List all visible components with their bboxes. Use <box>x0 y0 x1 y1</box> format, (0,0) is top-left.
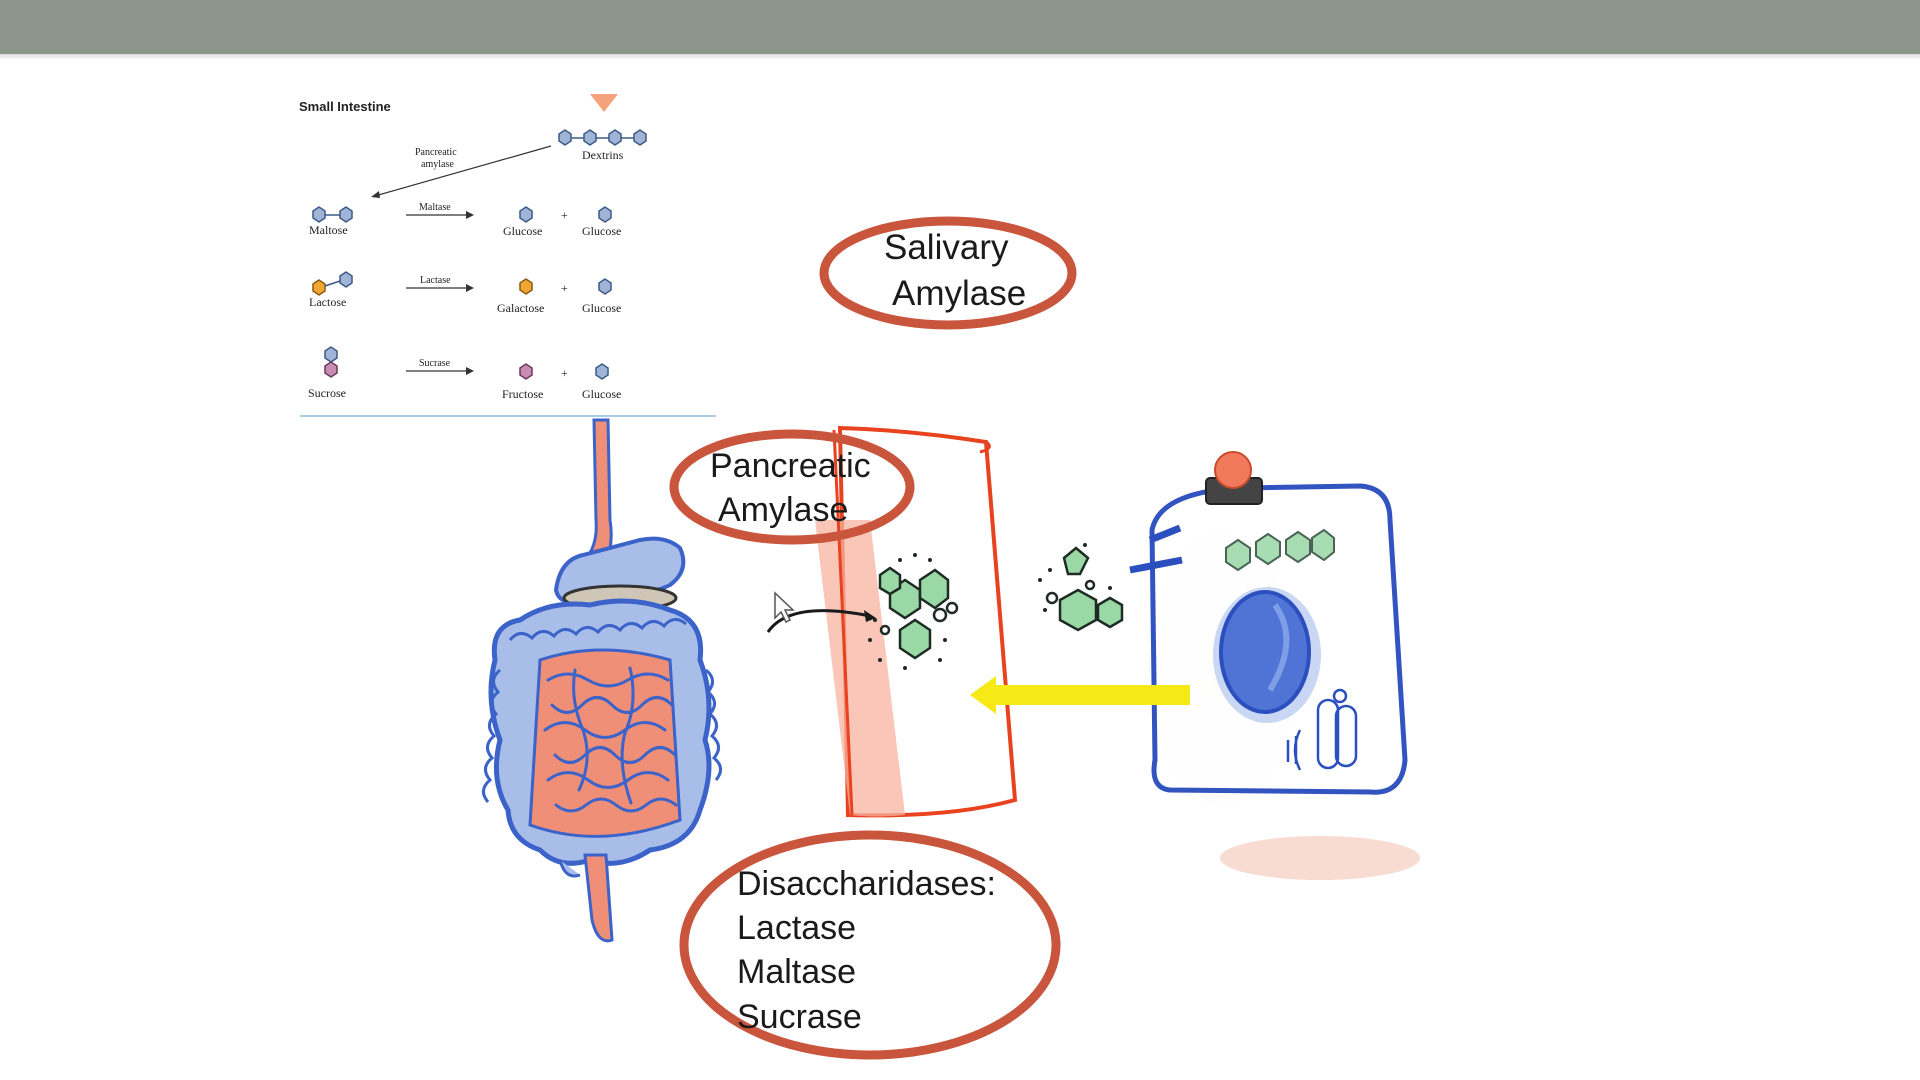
pancreatic-amylase-label-1: Pancreatic <box>415 147 457 158</box>
particles <box>868 553 947 670</box>
glucose-label: Glucose <box>503 224 542 238</box>
sucrase-label: Sucrase <box>419 358 451 369</box>
cursor-icon <box>774 591 795 624</box>
lactase-label: Lactase <box>420 275 451 286</box>
sucrose-icon <box>324 346 338 378</box>
pancreatic-oval <box>669 429 915 545</box>
salivary-line-1: Salivary <box>884 228 1009 267</box>
pancreatic-arrow <box>374 145 552 197</box>
salivary-line-2: Amylase <box>892 273 1027 313</box>
disaccharidases-heading: Disaccharidases: <box>737 865 996 903</box>
lactose-icon <box>312 271 353 296</box>
plus-sign: + <box>561 208 568 222</box>
pancreatic-line-2: Amylase <box>718 491 849 530</box>
header-shadow <box>0 54 1920 60</box>
galactose-label: Galactose <box>497 301 544 315</box>
glucose-label: Glucose <box>582 387 621 401</box>
inset-title: Small Intestine <box>299 99 391 114</box>
salivary-oval <box>819 216 1077 330</box>
dextrins-chain-icon <box>558 129 647 146</box>
glucose-icon <box>519 206 533 223</box>
glucose-label: Glucose <box>582 301 621 315</box>
maltase-label: Maltase <box>419 202 451 213</box>
enterocyte-cell-icon <box>1129 451 1420 880</box>
header-bar <box>0 0 1920 54</box>
sucrose-label: Sucrose <box>308 386 346 400</box>
maltose-label: Maltose <box>309 223 348 237</box>
curved-arrow <box>766 609 871 633</box>
digestive-tract-icon <box>482 418 722 943</box>
glucose-icon <box>595 363 609 380</box>
maltase-item: Maltase <box>737 953 857 992</box>
dextrins-label: Dextrins <box>582 148 624 162</box>
lactose-label: Lactose <box>309 295 346 309</box>
glucose-label: Glucose <box>582 224 621 238</box>
maltose-icon <box>312 206 353 223</box>
pancreatic-amylase-label-2: amylase <box>421 159 454 170</box>
pancreatic-amylase-label: Pancreatic Amylase <box>710 444 871 532</box>
absorption-arrow <box>970 676 1190 714</box>
pancreatic-line-1: Pancreatic <box>710 447 871 485</box>
small-intestine-inset: Small Intestine Dextrins Pancreatic amyl… <box>299 94 716 417</box>
input-triangle-icon <box>590 94 618 112</box>
glucose-transport-icon <box>1045 546 1124 632</box>
glucose-icon <box>598 278 612 295</box>
lactase-item: Lactase <box>737 909 857 948</box>
fructose-label: Fructose <box>502 387 543 401</box>
sucrase-item: Sucrase <box>737 997 862 1036</box>
glucose-cluster-icon <box>878 566 959 660</box>
fructose-icon <box>519 363 533 380</box>
disaccharidases-label: Disaccharidases: Lactase Maltase Sucrase <box>737 862 996 1039</box>
salivary-amylase-label: Salivary Amylase <box>884 225 1026 316</box>
disaccharidases-oval <box>679 830 1061 1060</box>
glucose-icon <box>598 206 612 223</box>
plus-sign: + <box>561 281 568 295</box>
galactose-icon <box>519 278 533 295</box>
plus-sign: + <box>561 366 568 380</box>
